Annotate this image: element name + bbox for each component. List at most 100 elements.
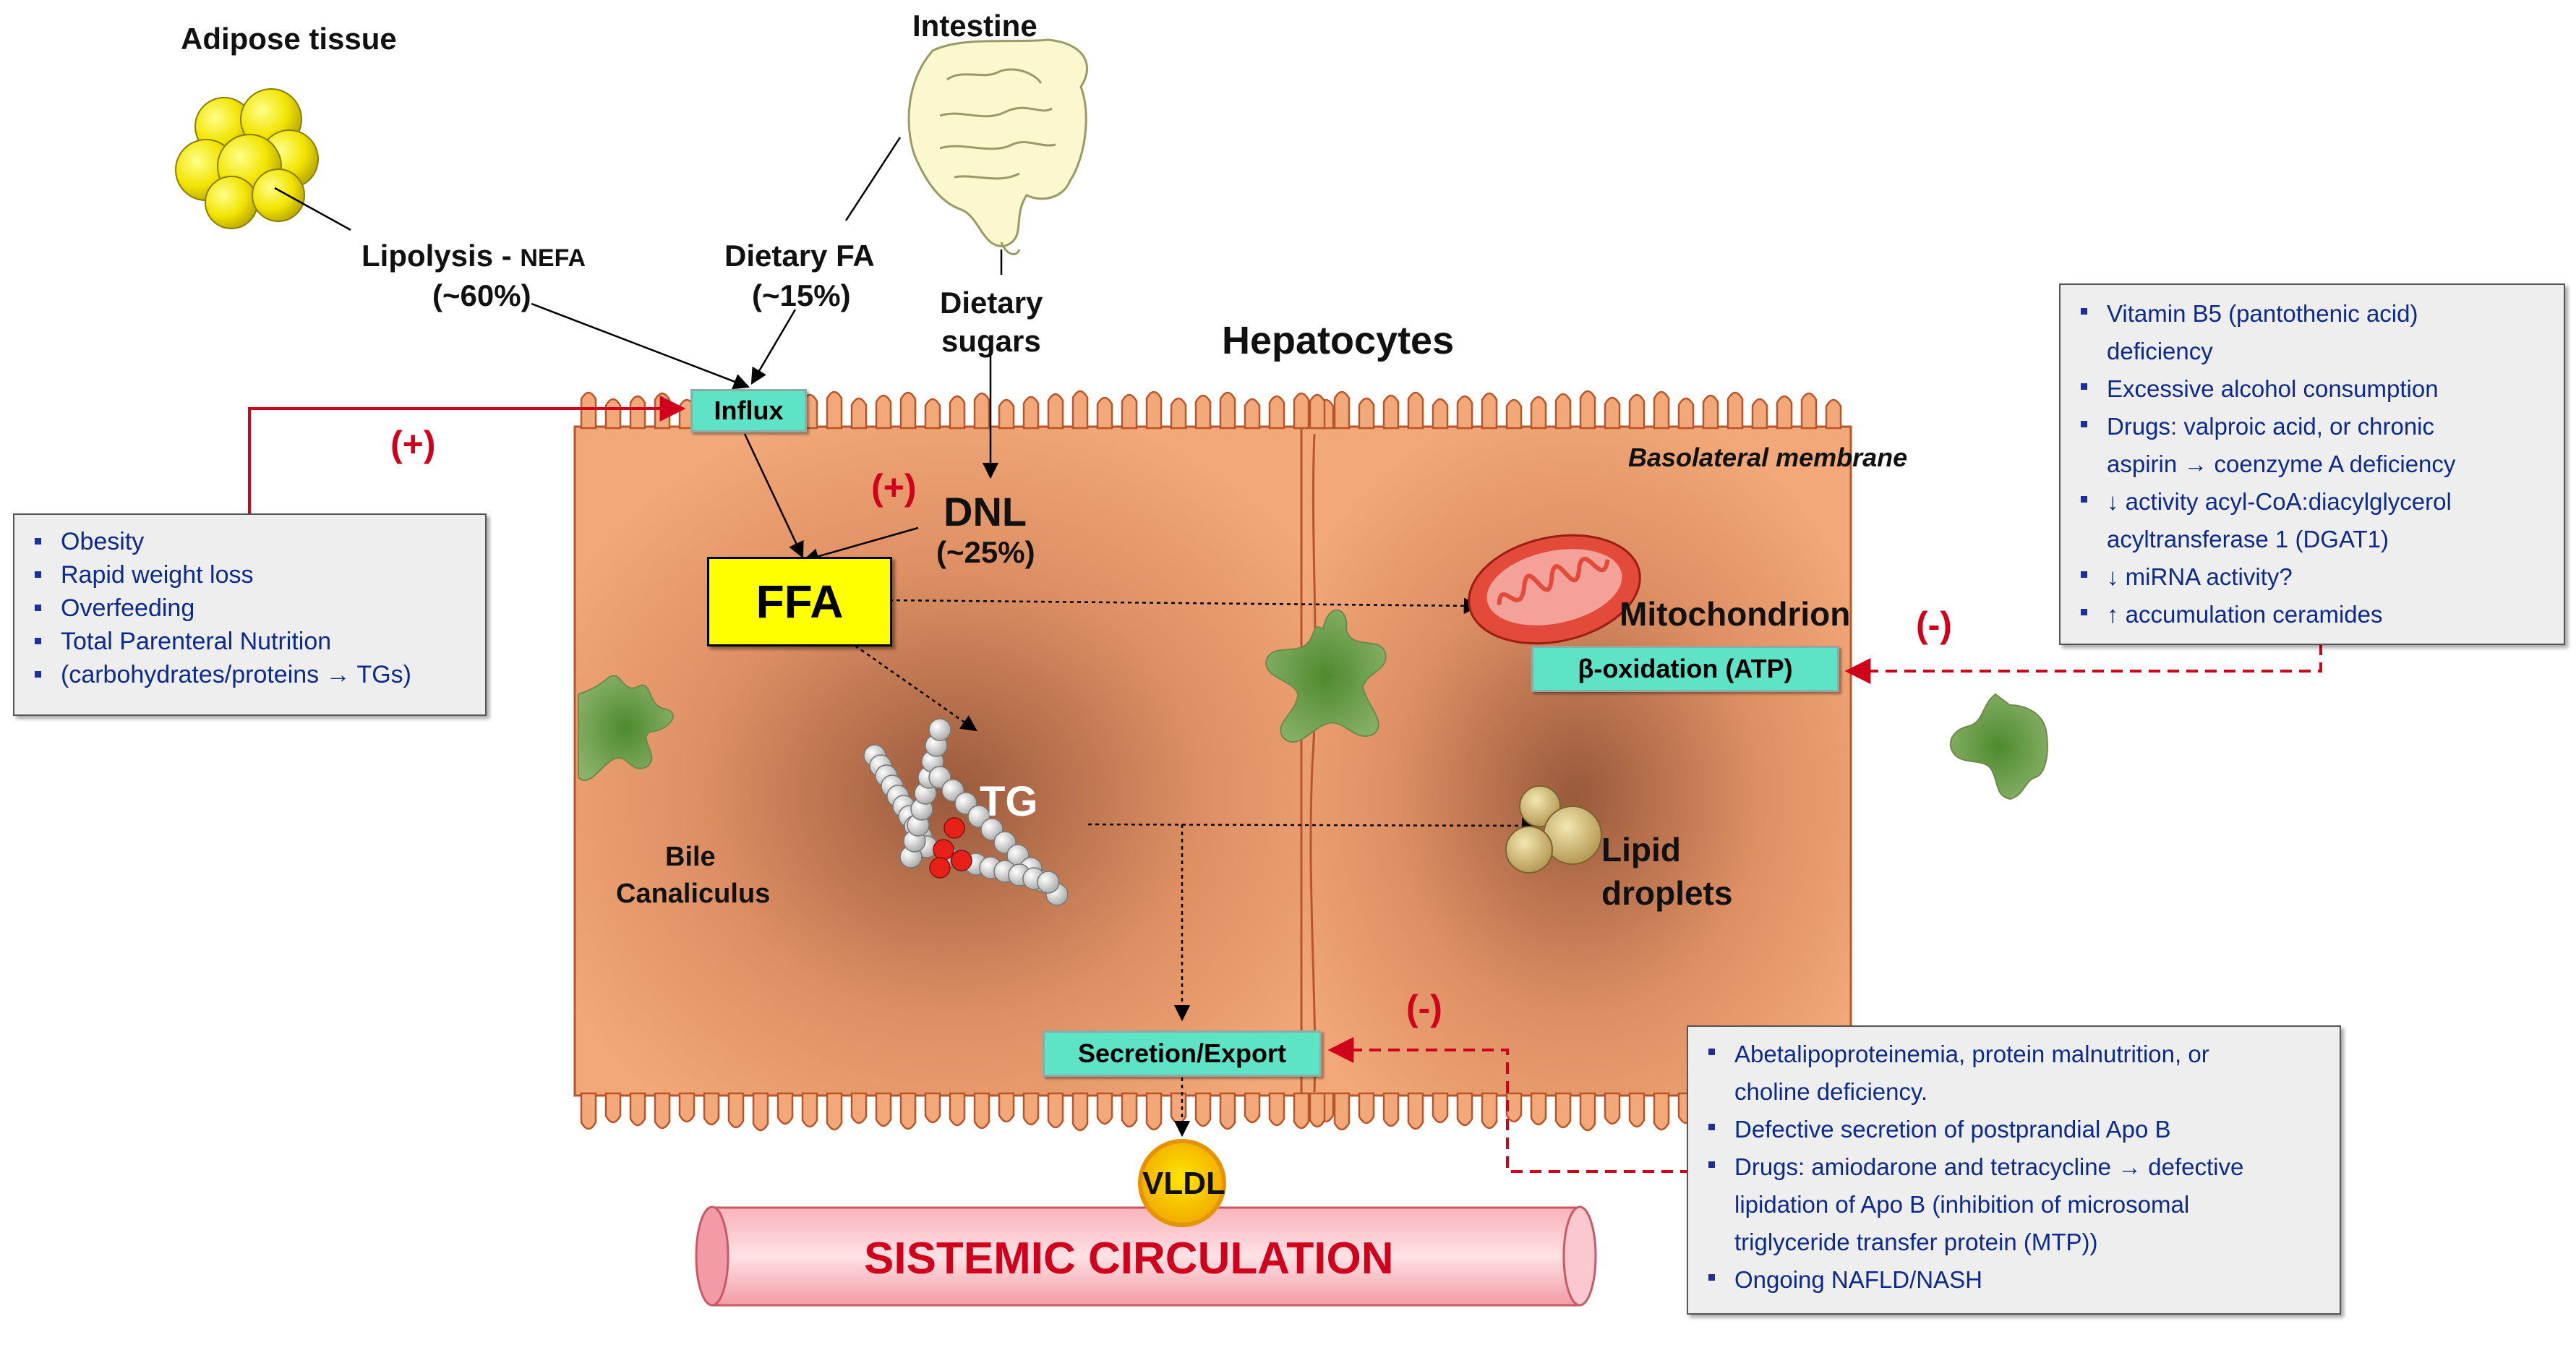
microvillus bbox=[1530, 396, 1547, 430]
microvillus bbox=[1382, 1092, 1400, 1127]
microvillus bbox=[1096, 1092, 1113, 1125]
microvillus bbox=[629, 395, 646, 430]
basolateral-membrane-label: Basolateral membrane bbox=[1628, 443, 1908, 472]
microvillus bbox=[1121, 393, 1138, 430]
hepatocytes-title: Hepatocytes bbox=[1222, 319, 1455, 362]
microvillus bbox=[899, 1092, 917, 1130]
microvillus bbox=[1653, 390, 1670, 430]
microvillus bbox=[580, 391, 597, 430]
microvillus bbox=[1121, 1092, 1138, 1128]
microvillus bbox=[1194, 394, 1212, 430]
microvillus bbox=[1407, 1092, 1424, 1130]
microvillus bbox=[1751, 398, 1768, 430]
microvillus bbox=[1333, 1092, 1351, 1131]
microvillus bbox=[1530, 1092, 1547, 1126]
microvilli-bottom bbox=[580, 1092, 1842, 1132]
adipose-tissue-label: Adipose tissue bbox=[181, 22, 397, 56]
microvillus bbox=[899, 391, 917, 430]
list-item-continuation: choline deficiency. bbox=[1734, 1078, 1928, 1105]
lipolysis-text: Lipolysis - bbox=[361, 239, 512, 273]
microvillus bbox=[604, 1092, 622, 1124]
list-item: Rapid weight loss bbox=[14, 558, 485, 592]
microvillus bbox=[875, 394, 892, 430]
dietary-sugars-label-line2: sugars bbox=[941, 324, 1041, 358]
microvillus bbox=[1047, 393, 1064, 430]
microvillus bbox=[1481, 392, 1498, 430]
microvillus bbox=[998, 1092, 1015, 1123]
microvillus bbox=[826, 1092, 843, 1131]
lipolysis-percentage: (~60%) bbox=[432, 278, 531, 312]
list-item-continuation: acyltransferase 1 (DGAT1) bbox=[2107, 526, 2389, 552]
microvillus bbox=[1800, 392, 1818, 430]
list-item: ↑ accumulation ceramides bbox=[2061, 596, 2564, 633]
microvillus bbox=[1628, 393, 1646, 430]
dietary-fa-label: Dietary FA bbox=[724, 239, 875, 273]
microvillus bbox=[1219, 1092, 1236, 1130]
tg-oxygen-bead bbox=[951, 850, 972, 871]
hepatocyte-left bbox=[573, 425, 1328, 1097]
microvillus bbox=[850, 397, 868, 430]
microvillus bbox=[1145, 1092, 1163, 1131]
microvillus bbox=[1358, 397, 1375, 430]
intestine-label: Intestine bbox=[912, 9, 1037, 43]
microvillus bbox=[1309, 1092, 1326, 1128]
microvillus bbox=[875, 1092, 892, 1127]
microvillus bbox=[678, 1092, 696, 1123]
list-item: Drugs: amiodarone and tetracycline → def… bbox=[1688, 1148, 2340, 1186]
microvillus bbox=[1604, 396, 1621, 430]
list-item: Excessive alcohol consumption bbox=[2061, 370, 2564, 408]
lipolysis-label: Lipolysis - NEFA bbox=[361, 239, 586, 273]
microvillus bbox=[1554, 393, 1572, 430]
microvillus bbox=[1702, 394, 1719, 430]
connector-lines bbox=[274, 137, 1003, 275]
microvillus bbox=[1604, 1092, 1621, 1125]
microvillus bbox=[1170, 397, 1187, 430]
microvillus bbox=[949, 1092, 966, 1127]
lipid-droplets-label-line2: droplets bbox=[1601, 874, 1733, 912]
list-item: Total Parenteral Nutrition bbox=[14, 625, 485, 658]
ffa-box: FFA bbox=[707, 557, 892, 646]
microvillus bbox=[1145, 390, 1163, 430]
sistemic-circulation-label: SISTEMIC CIRCULATION bbox=[864, 1234, 1394, 1284]
microvillus bbox=[1244, 1092, 1261, 1124]
dietary-sugars-label-line1: Dietary bbox=[940, 286, 1043, 320]
microvillus bbox=[1293, 1092, 1310, 1130]
list-item: Defective secretion of postprandial Apo … bbox=[1688, 1111, 2340, 1148]
microvillus bbox=[1505, 1092, 1523, 1123]
microvillus bbox=[949, 395, 966, 430]
adipose-tissue-image bbox=[175, 88, 319, 229]
list-item: Drugs: valproic acid, or chronic bbox=[2061, 408, 2564, 445]
blood-vessel bbox=[695, 1205, 1597, 1307]
microvillus bbox=[1677, 397, 1695, 430]
microvillus bbox=[776, 1092, 794, 1125]
list-item-continuation: triglyceride transfer protein (MTP)) bbox=[1734, 1229, 2098, 1255]
microvillus bbox=[1579, 390, 1596, 430]
microvillus bbox=[654, 392, 671, 430]
microvillus bbox=[826, 390, 843, 430]
vldl-label: VLDL bbox=[1142, 1166, 1225, 1201]
microvillus bbox=[973, 392, 990, 430]
microvillus bbox=[801, 1092, 818, 1128]
microvillus bbox=[1481, 1092, 1498, 1130]
microvillus bbox=[1170, 1092, 1187, 1124]
microvillus bbox=[1456, 1092, 1473, 1127]
microvillus bbox=[1333, 390, 1351, 430]
red-feedback-lines bbox=[248, 396, 2322, 1173]
canaliculus-right bbox=[1949, 693, 2048, 801]
bile-canaliculus-label-line1: Bile bbox=[665, 842, 716, 872]
tg-oxygen-bead bbox=[933, 839, 954, 861]
influx-plus-sign: (+) bbox=[390, 424, 436, 464]
dietary-fa-percentage: (~15%) bbox=[752, 278, 851, 312]
microvillus bbox=[1096, 396, 1113, 430]
canaliculus-middle bbox=[1265, 609, 1387, 743]
microvillus bbox=[654, 1092, 671, 1130]
microvillus bbox=[1456, 395, 1473, 430]
beta-oxidation-minus-sign: (-) bbox=[1916, 605, 1952, 645]
list-item-continuation: (carbohydrates/proteins → TGs) bbox=[14, 658, 485, 691]
panel-inhibiting-beta-oxidation: Vitamin B5 (pantothenic acid) deficiency… bbox=[2059, 283, 2565, 645]
tg-bead bbox=[928, 718, 951, 741]
tg-bead bbox=[1037, 871, 1060, 894]
tg-oxygen-bead bbox=[943, 817, 965, 839]
microvillus bbox=[1432, 398, 1449, 430]
